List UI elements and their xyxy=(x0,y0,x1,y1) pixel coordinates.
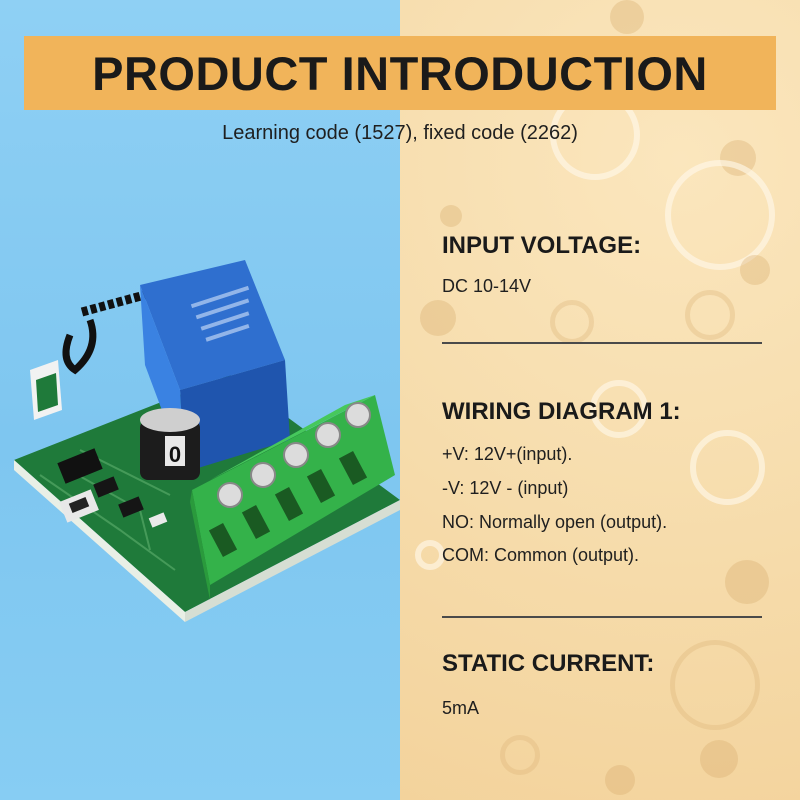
wiring-heading: WIRING DIAGRAM 1: xyxy=(442,398,681,425)
decor-bubble xyxy=(415,540,445,570)
wiring-line: COM: Common (output). xyxy=(442,545,640,565)
decor-bubble xyxy=(665,160,775,270)
static-current-value: 5mA xyxy=(442,698,480,718)
decor-bubble xyxy=(440,205,462,227)
wiring-line: +V: 12V+(input). xyxy=(442,444,573,464)
section-divider xyxy=(442,616,762,618)
antenna-icon xyxy=(62,318,97,375)
decor-bubble xyxy=(740,255,770,285)
right-beige-background xyxy=(400,0,800,800)
decor-bubble xyxy=(690,430,765,505)
title-banner: PRODUCT INTRODUCTION xyxy=(24,36,776,110)
terminal-block xyxy=(192,395,395,585)
section-divider xyxy=(442,342,762,344)
decor-bubble xyxy=(610,0,644,34)
page-subtitle: Learning code (1527), fixed code (2262) xyxy=(222,122,578,144)
decor-bubble xyxy=(700,740,738,778)
page-title: PRODUCT INTRODUCTION xyxy=(92,46,708,100)
decor-bubble xyxy=(590,380,648,438)
decor-bubble xyxy=(420,300,456,336)
decor-bubble xyxy=(725,560,769,604)
input-voltage-heading: INPUT VOLTAGE: xyxy=(442,232,642,259)
wiring-line: NO: Normally open (output). xyxy=(442,512,668,532)
decor-bubble xyxy=(550,300,594,344)
input-voltage-value: DC 10-14V xyxy=(442,276,532,296)
capacitor-label: 0 xyxy=(169,442,181,467)
static-current-heading: STATIC CURRENT: xyxy=(442,650,655,677)
terminal-screws xyxy=(217,402,371,508)
decor-bubble xyxy=(605,765,635,795)
decor-bubble xyxy=(500,735,540,775)
wiring-line: -V: 12V - (input) xyxy=(442,478,569,498)
decor-bubble xyxy=(670,640,760,730)
decor-bubble xyxy=(685,290,735,340)
relay-module-icon: 0 xyxy=(14,260,400,622)
